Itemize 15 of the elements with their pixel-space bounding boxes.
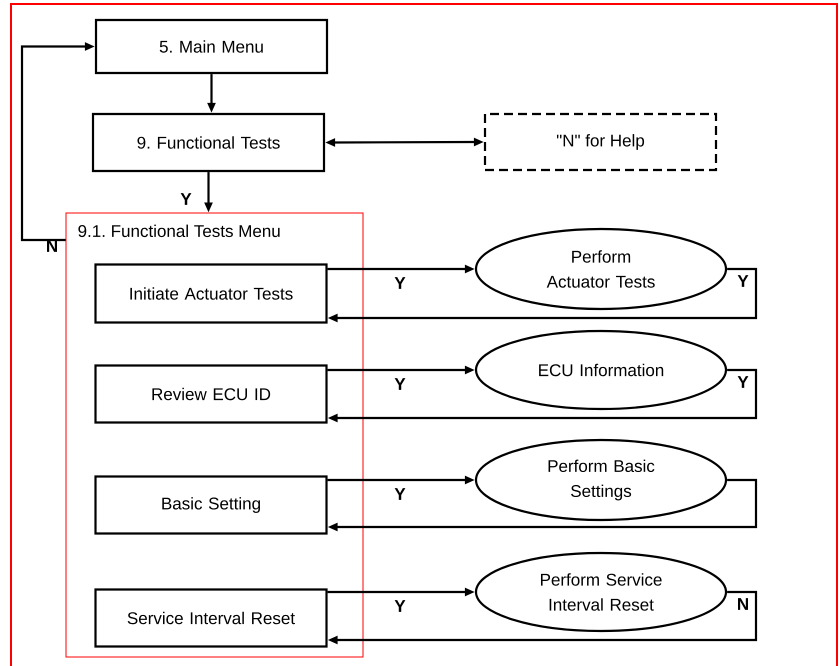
process-box: Basic Setting bbox=[94, 475, 328, 535]
process-box: 5. Main Menu bbox=[94, 18, 328, 74]
process-box: 9. Functional Tests bbox=[92, 112, 326, 172]
process-box: Initiate Actuator Tests bbox=[94, 263, 328, 324]
edge-label: N bbox=[738, 598, 748, 610]
process-box: Review ECU ID bbox=[94, 364, 328, 424]
process-box: Service Interval Reset bbox=[94, 588, 328, 648]
edge-label: Y bbox=[394, 277, 406, 289]
edge-label: Y bbox=[394, 488, 406, 500]
edge-label: Y bbox=[180, 193, 192, 205]
help-box: "N" for Help bbox=[484, 112, 718, 172]
edge-label: Y bbox=[394, 600, 406, 612]
edge-label: Y bbox=[738, 275, 748, 287]
edge-label: Y bbox=[738, 376, 748, 388]
edge-label: Y bbox=[394, 378, 406, 390]
